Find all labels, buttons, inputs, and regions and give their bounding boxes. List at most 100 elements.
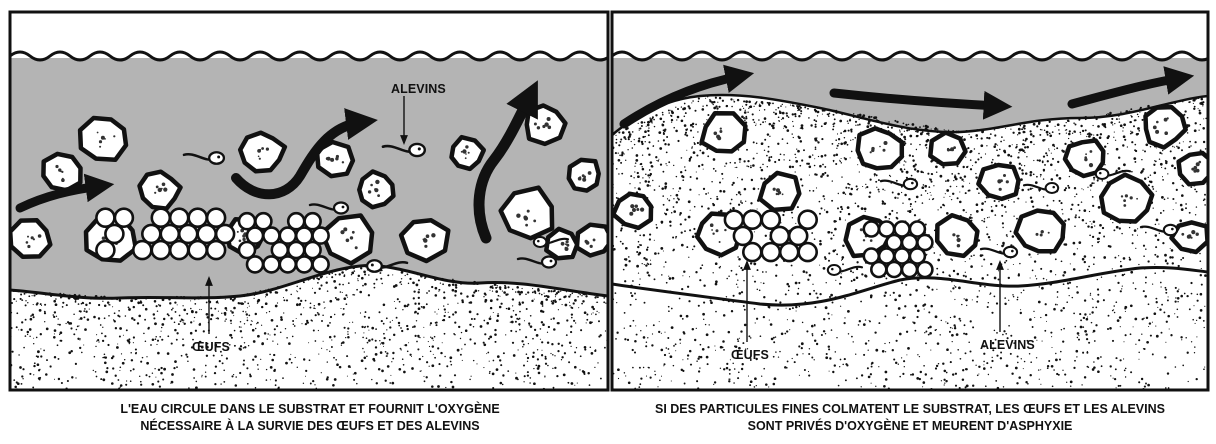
sediment-dot <box>634 351 636 353</box>
sediment-dot <box>1040 176 1041 177</box>
sediment-dot <box>1196 378 1198 380</box>
sediment-dot <box>321 372 322 373</box>
sediment-dot <box>868 116 871 119</box>
sediment-dot <box>996 149 998 151</box>
sediment-dot <box>445 387 446 388</box>
sediment-dot <box>243 347 245 349</box>
sediment-dot <box>126 329 128 331</box>
sediment-dot <box>1101 365 1103 367</box>
sediment-dot <box>545 298 548 301</box>
sediment-dot <box>1148 303 1150 305</box>
sediment-dot <box>285 362 288 365</box>
sediment-dot <box>834 118 836 120</box>
sediment-dot <box>1025 172 1028 175</box>
sediment-dot <box>280 331 282 333</box>
sediment-dot <box>454 290 457 293</box>
sediment-dot <box>1069 176 1070 177</box>
sediment-dot <box>277 344 278 345</box>
sediment-dot <box>841 162 842 163</box>
sediment-dot <box>916 130 919 133</box>
sediment-dot <box>996 126 999 129</box>
sediment-dot <box>669 221 672 224</box>
sediment-dot <box>890 176 891 177</box>
sediment-dot <box>1077 337 1078 338</box>
egg <box>917 262 932 277</box>
sediment-dot <box>1045 152 1047 154</box>
sediment-dot <box>1081 384 1082 385</box>
sediment-dot <box>553 328 556 331</box>
sediment-dot <box>292 336 294 338</box>
sediment-dot <box>280 318 283 321</box>
sediment-dot <box>631 141 632 142</box>
sediment-dot <box>1085 116 1088 119</box>
sediment-dot <box>765 271 766 272</box>
sediment-dot <box>705 324 706 325</box>
sediment-dot <box>1129 121 1131 123</box>
sediment-dot <box>615 152 617 154</box>
sediment-dot <box>362 337 364 339</box>
sediment-dot <box>519 318 521 320</box>
sediment-dot <box>994 277 997 280</box>
sediment-dot <box>329 300 332 303</box>
sediment-dot <box>822 164 824 166</box>
sediment-dot <box>859 320 861 322</box>
sediment-dot <box>646 126 647 127</box>
sediment-dot <box>454 294 456 296</box>
sediment-dot <box>565 304 568 307</box>
sediment-dot <box>23 347 25 349</box>
sediment-dot <box>835 351 837 353</box>
sediment-dot <box>639 367 641 369</box>
sediment-dot <box>1092 205 1094 207</box>
sediment-dot <box>454 311 456 313</box>
sediment-dot <box>589 321 592 324</box>
sediment-dot <box>742 363 744 365</box>
sediment-dot <box>261 306 263 308</box>
sediment-dot <box>1048 148 1049 149</box>
sediment-dot <box>740 202 741 203</box>
sediment-dot <box>1179 219 1182 222</box>
sediment-dot <box>629 325 631 327</box>
sediment-dot <box>715 283 718 286</box>
sediment-dot <box>157 310 158 311</box>
sediment-dot <box>1124 307 1126 309</box>
sediment-dot <box>800 128 801 129</box>
sediment-dot <box>1171 102 1173 104</box>
sediment-dot <box>836 337 837 338</box>
sediment-dot <box>1050 135 1051 136</box>
sediment-dot <box>954 175 955 176</box>
sediment-dot <box>1160 282 1162 284</box>
sediment-dot <box>991 161 993 163</box>
sediment-dot <box>857 164 858 165</box>
sediment-dot <box>392 274 393 275</box>
sediment-dot <box>594 350 596 352</box>
sediment-dot <box>986 145 987 146</box>
sediment-dot <box>214 372 216 374</box>
sediment-dot <box>471 318 473 320</box>
sediment-dot <box>1068 287 1070 289</box>
sediment-dot <box>438 363 440 365</box>
sediment-dot <box>593 312 594 313</box>
sediment-dot <box>1143 318 1144 319</box>
sediment-dot <box>758 119 760 121</box>
sediment-dot <box>793 126 794 127</box>
sediment-dot <box>1161 167 1162 168</box>
sediment-dot <box>561 356 563 358</box>
sediment-dot <box>33 338 34 339</box>
sediment-dot <box>1160 163 1163 166</box>
sediment-dot <box>645 136 646 137</box>
sediment-dot <box>174 301 176 303</box>
sediment-dot <box>347 333 348 334</box>
sediment-dot <box>824 166 826 168</box>
sediment-dot <box>814 158 815 159</box>
sediment-dot <box>684 230 686 232</box>
sediment-dot <box>916 135 918 137</box>
sediment-dot <box>972 385 974 387</box>
sediment-dot <box>476 363 477 364</box>
sediment-dot <box>829 113 831 115</box>
sediment-dot <box>1122 286 1123 287</box>
sediment-dot <box>19 366 22 369</box>
sediment-dot <box>1093 361 1095 363</box>
sediment-dot <box>28 295 30 297</box>
sediment-dot <box>340 308 341 309</box>
sediment-dot <box>408 342 409 343</box>
